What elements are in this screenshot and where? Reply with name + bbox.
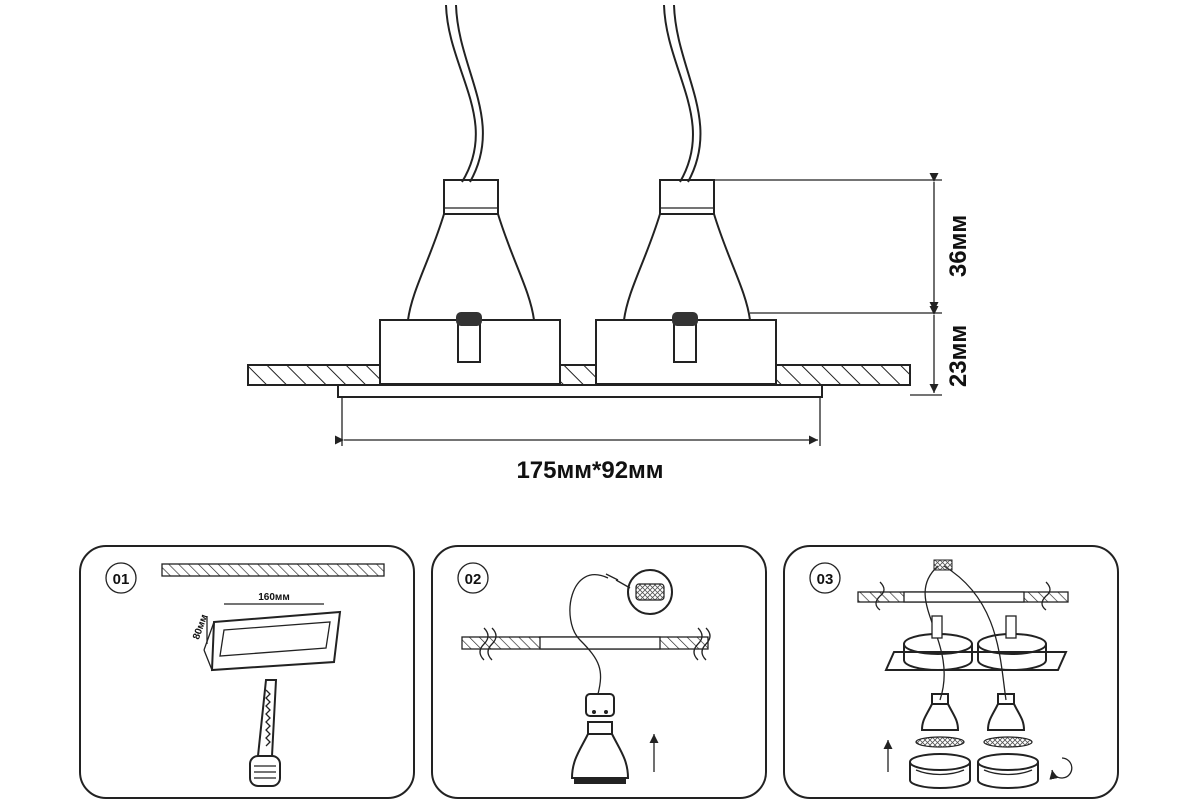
bulb-icon: [570, 721, 630, 784]
bulb-icon-right: [986, 693, 1026, 731]
clip-right: [673, 321, 697, 363]
connector-detail: [627, 569, 673, 615]
diffuser-right: [983, 736, 1033, 748]
spring-right: [672, 312, 698, 326]
saw-icon: [249, 679, 281, 787]
diffuser-left: [915, 736, 965, 748]
wire-left-2: [455, 4, 484, 183]
ceiling-right: [775, 364, 911, 386]
cut-width-label: 160мм: [258, 592, 289, 603]
gu10-socket: [585, 693, 615, 717]
step-panel-1: 01 160мм 80мм: [79, 545, 415, 799]
step-badge-3: [809, 562, 841, 594]
step-number-3: 03: [817, 571, 834, 588]
wire-right-2: [673, 4, 702, 183]
wire-right: [663, 4, 694, 183]
dim-height-top-label: 36мм: [945, 215, 972, 277]
socket-left: [379, 319, 561, 385]
ceiling-mid: [559, 364, 597, 386]
step-badge-1: [105, 562, 137, 594]
clip-left: [457, 321, 481, 363]
socket-right: [595, 319, 777, 385]
dim-footprint-label: 175мм*92мм: [516, 457, 663, 484]
rotate-icon: [1049, 757, 1073, 780]
step-number-2: 02: [465, 571, 482, 588]
ceiling-strip-1: [161, 563, 385, 577]
wire-step2: [569, 574, 609, 695]
step-panel-2: 02: [431, 545, 767, 799]
retaining-ring-right: [977, 753, 1039, 789]
trim-frame: [337, 384, 823, 398]
wire-left: [445, 4, 477, 183]
main-cross-section: 175мм*92мм 36мм 23мм: [247, 4, 972, 484]
retaining-ring-left: [909, 753, 971, 789]
bulb-icon-left: [920, 693, 960, 731]
ceiling-cutout: [210, 610, 342, 672]
dim-height-bottom-label: 23мм: [945, 325, 972, 387]
lamp-left: [379, 179, 561, 385]
spring-left: [456, 312, 482, 326]
step-panel-3: 03: [783, 545, 1119, 799]
lamp-right: [595, 179, 777, 385]
mounting-plate: [884, 651, 1068, 671]
ceiling-left: [247, 364, 381, 386]
step-badge-2: [457, 562, 489, 594]
step-number-1: 01: [113, 571, 130, 588]
